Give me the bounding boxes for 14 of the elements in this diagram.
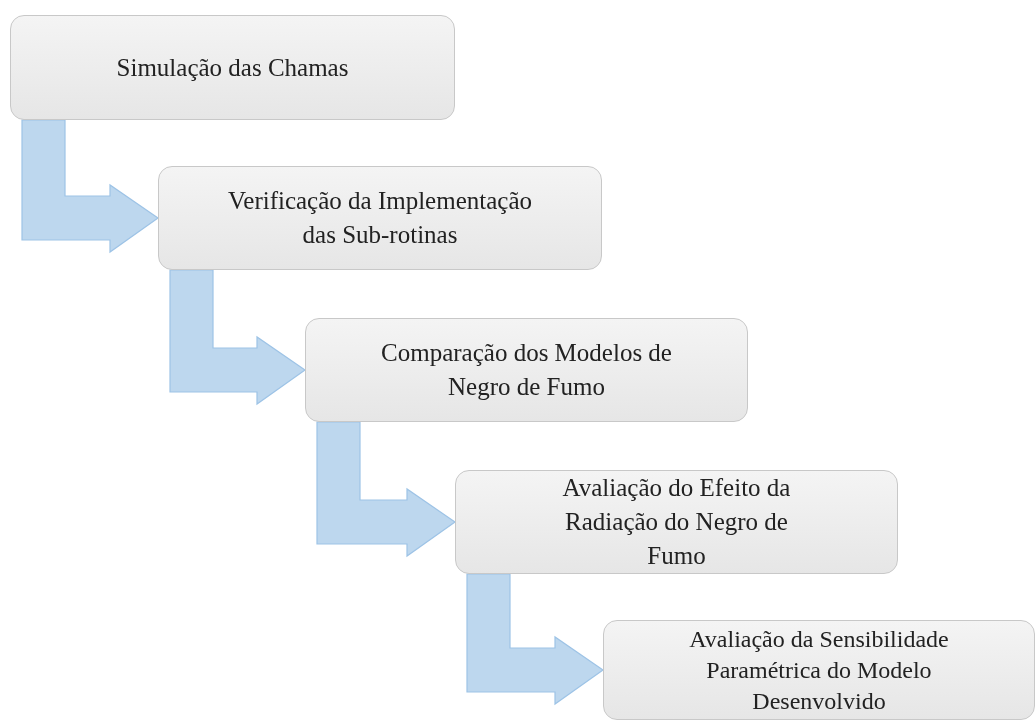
step-label: Comparação dos Modelos de Negro de Fumo bbox=[380, 338, 673, 402]
block-arrow bbox=[169, 269, 307, 406]
process-box bbox=[10, 15, 455, 120]
step-label: Avaliação da Sensibilidade Paramétrica do Modelo Desenvolvido bbox=[688, 624, 950, 716]
step-label: Simulação das Chamas bbox=[116, 52, 349, 83]
step-label: Verificação da Implementação das Sub-rotinas bbox=[227, 186, 533, 250]
process-box bbox=[158, 166, 602, 270]
process-box bbox=[603, 620, 1035, 720]
block-arrow bbox=[316, 421, 457, 558]
step-label: Avaliação do Efeito da Radiação do Negro de Fumo bbox=[561, 473, 792, 571]
block-arrow bbox=[466, 573, 605, 706]
process-box bbox=[455, 470, 898, 574]
process-box bbox=[305, 318, 748, 422]
block-arrow bbox=[21, 119, 160, 254]
